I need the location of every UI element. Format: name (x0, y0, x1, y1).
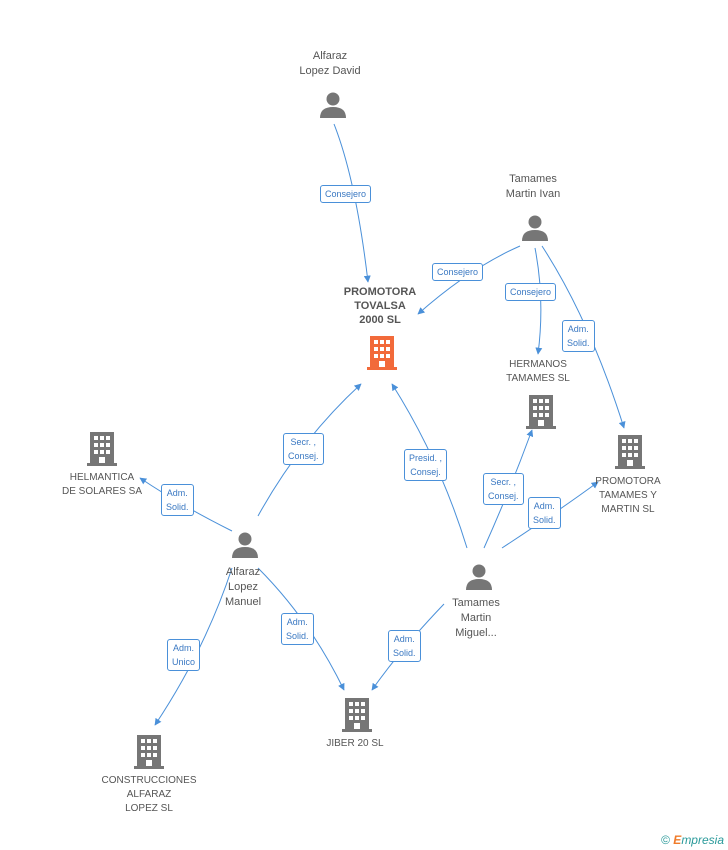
edge-label-consejero[interactable]: Consejero (432, 263, 484, 281)
node-label-helmantica[interactable]: HELMANTICA DE SOLARES SA (61, 472, 143, 497)
edge-line-ivan-hermanos (534, 247, 543, 355)
edge-label-adm-solid[interactable]: Adm. Solid. (388, 630, 421, 662)
building-icon[interactable] (341, 697, 373, 733)
edge-label-adm-solid[interactable]: Adm. Solid. (161, 484, 194, 516)
node-label-tamames-martin-miguel[interactable]: Tamames Martin Miguel... (452, 597, 500, 639)
person-icon[interactable] (520, 213, 550, 243)
building-icon[interactable] (366, 335, 398, 371)
node-label-alfaraz-lopez-david[interactable]: Alfaraz Lopez David (299, 50, 361, 77)
node-label-tamames-martin-ivan[interactable]: Tamames Martin Ivan (505, 173, 561, 200)
person-icon[interactable] (230, 530, 260, 560)
person-icon[interactable] (318, 90, 348, 120)
brand-e: E (673, 833, 682, 847)
edge-label-adm-solid[interactable]: Adm. Solid. (562, 320, 595, 352)
edge-label-consejero[interactable]: Consejero (505, 283, 557, 301)
edge-label-adm-solid[interactable]: Adm. Solid. (281, 613, 314, 645)
copyright-icon: © (661, 833, 670, 847)
node-label-promotora-tovalsa[interactable]: PROMOTORA TOVALSA 2000 SL (343, 286, 417, 326)
building-icon[interactable] (614, 434, 646, 470)
node-label-promotora-tamames-martin[interactable]: PROMOTORA TAMAMES Y MARTIN SL (595, 476, 661, 515)
brand-name: mpresia (681, 833, 724, 847)
edge-label-adm-unico[interactable]: Adm. Unico (167, 639, 201, 671)
node-label-alfaraz-lopez-manuel[interactable]: Alfaraz Lopez Manuel (224, 566, 262, 608)
edge-label-secr-consej[interactable]: Secr. , Consej. (483, 473, 524, 505)
node-label-hermanos-tamames[interactable]: HERMANOS TAMAMES SL (506, 359, 570, 384)
edge-line-david-tovalsa (333, 123, 371, 283)
person-icon[interactable] (464, 562, 494, 592)
node-label-construcciones-alfaraz[interactable]: CONSTRUCCIONES ALFARAZ LOPEZ SL (101, 775, 197, 814)
edge-label-presid-consej[interactable]: Presid. , Consej. (404, 449, 448, 481)
building-icon[interactable] (133, 734, 165, 770)
edge-label-secr-consej[interactable]: Secr. , Consej. (283, 433, 324, 465)
empresia-watermark: © Empresia (661, 833, 724, 847)
building-icon[interactable] (86, 431, 118, 467)
edge-label-consejero[interactable]: Consejero (320, 185, 372, 203)
building-icon[interactable] (525, 394, 557, 430)
node-label-jiber[interactable]: JIBER 20 SL (326, 738, 384, 749)
edge-label-adm-solid[interactable]: Adm. Solid. (528, 497, 561, 529)
